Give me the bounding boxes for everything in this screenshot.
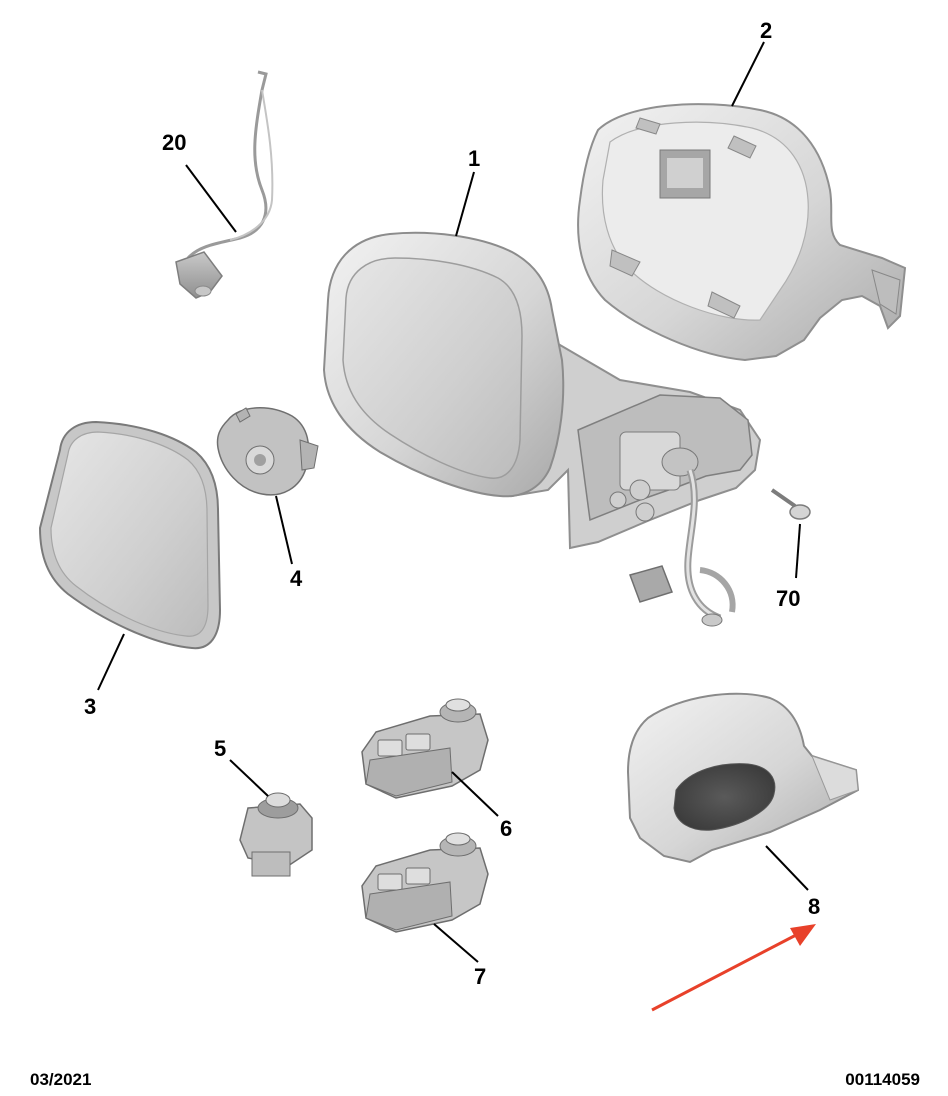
callout-20: 20 bbox=[162, 130, 186, 155]
part-5-mirror-switch bbox=[239, 792, 313, 877]
footer-reference-number: 00114059 bbox=[845, 1070, 920, 1089]
leader-3 bbox=[97, 633, 125, 691]
callout-labels: 20 1 2 3 4 5 6 7 8 70 bbox=[84, 18, 820, 989]
callout-3: 3 bbox=[84, 694, 96, 719]
leader-lines bbox=[97, 41, 809, 963]
leader-6 bbox=[451, 771, 499, 817]
callout-6: 6 bbox=[500, 816, 512, 841]
arrow-icon bbox=[651, 924, 816, 1012]
part-3-mirror-glass bbox=[38, 420, 222, 650]
leader-7 bbox=[433, 923, 479, 963]
leader-20 bbox=[185, 164, 237, 233]
leader-8 bbox=[765, 845, 809, 891]
callout-5: 5 bbox=[214, 736, 226, 761]
callout-1: 1 bbox=[468, 146, 480, 171]
leader-2 bbox=[731, 41, 765, 107]
leader-4 bbox=[275, 495, 293, 565]
part-1-mirror-housing bbox=[322, 231, 762, 627]
callout-70: 70 bbox=[776, 586, 800, 611]
part-8-lower-cover bbox=[626, 692, 860, 864]
part-7-switch-block bbox=[361, 832, 489, 933]
part-70-screw bbox=[770, 488, 811, 520]
callout-7: 7 bbox=[474, 964, 486, 989]
callout-8: 8 bbox=[808, 894, 820, 919]
leader-5 bbox=[229, 759, 269, 797]
part-4-adjustment-plate bbox=[216, 407, 319, 496]
leader-1 bbox=[455, 171, 475, 237]
part-6-switch-block bbox=[361, 698, 489, 799]
footer-date: 03/2021 bbox=[30, 1070, 92, 1089]
callout-2: 2 bbox=[760, 18, 772, 43]
part-2-mirror-cover bbox=[577, 103, 907, 362]
leader-70 bbox=[795, 523, 801, 579]
callout-4: 4 bbox=[290, 566, 303, 591]
part-20-wire-harness bbox=[175, 70, 274, 299]
